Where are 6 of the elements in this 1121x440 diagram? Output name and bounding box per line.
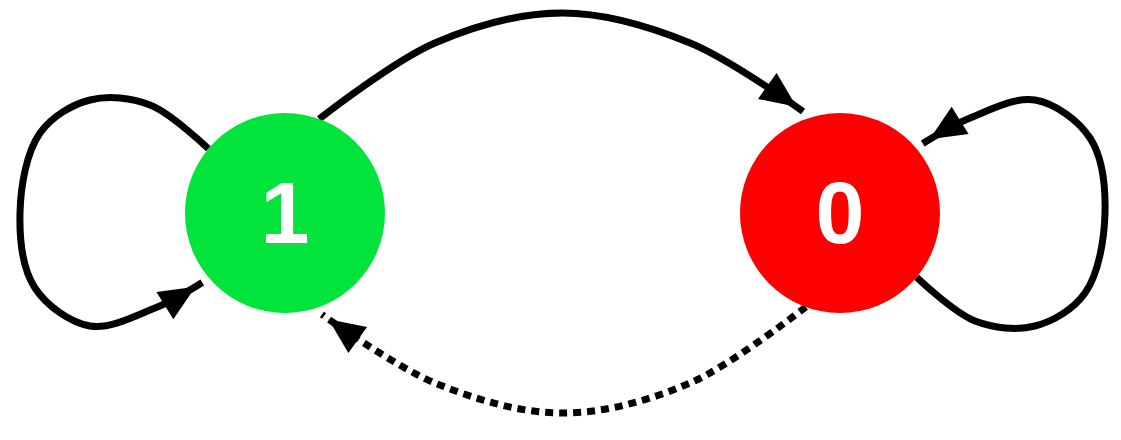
state-label: 1 (260, 169, 310, 257)
curved-arrow (317, 9, 806, 122)
self-loop-arrow (914, 96, 1109, 332)
self-loop-arrow (16, 94, 211, 330)
dashed-arrow (319, 304, 808, 417)
state-label: 0 (815, 169, 865, 257)
